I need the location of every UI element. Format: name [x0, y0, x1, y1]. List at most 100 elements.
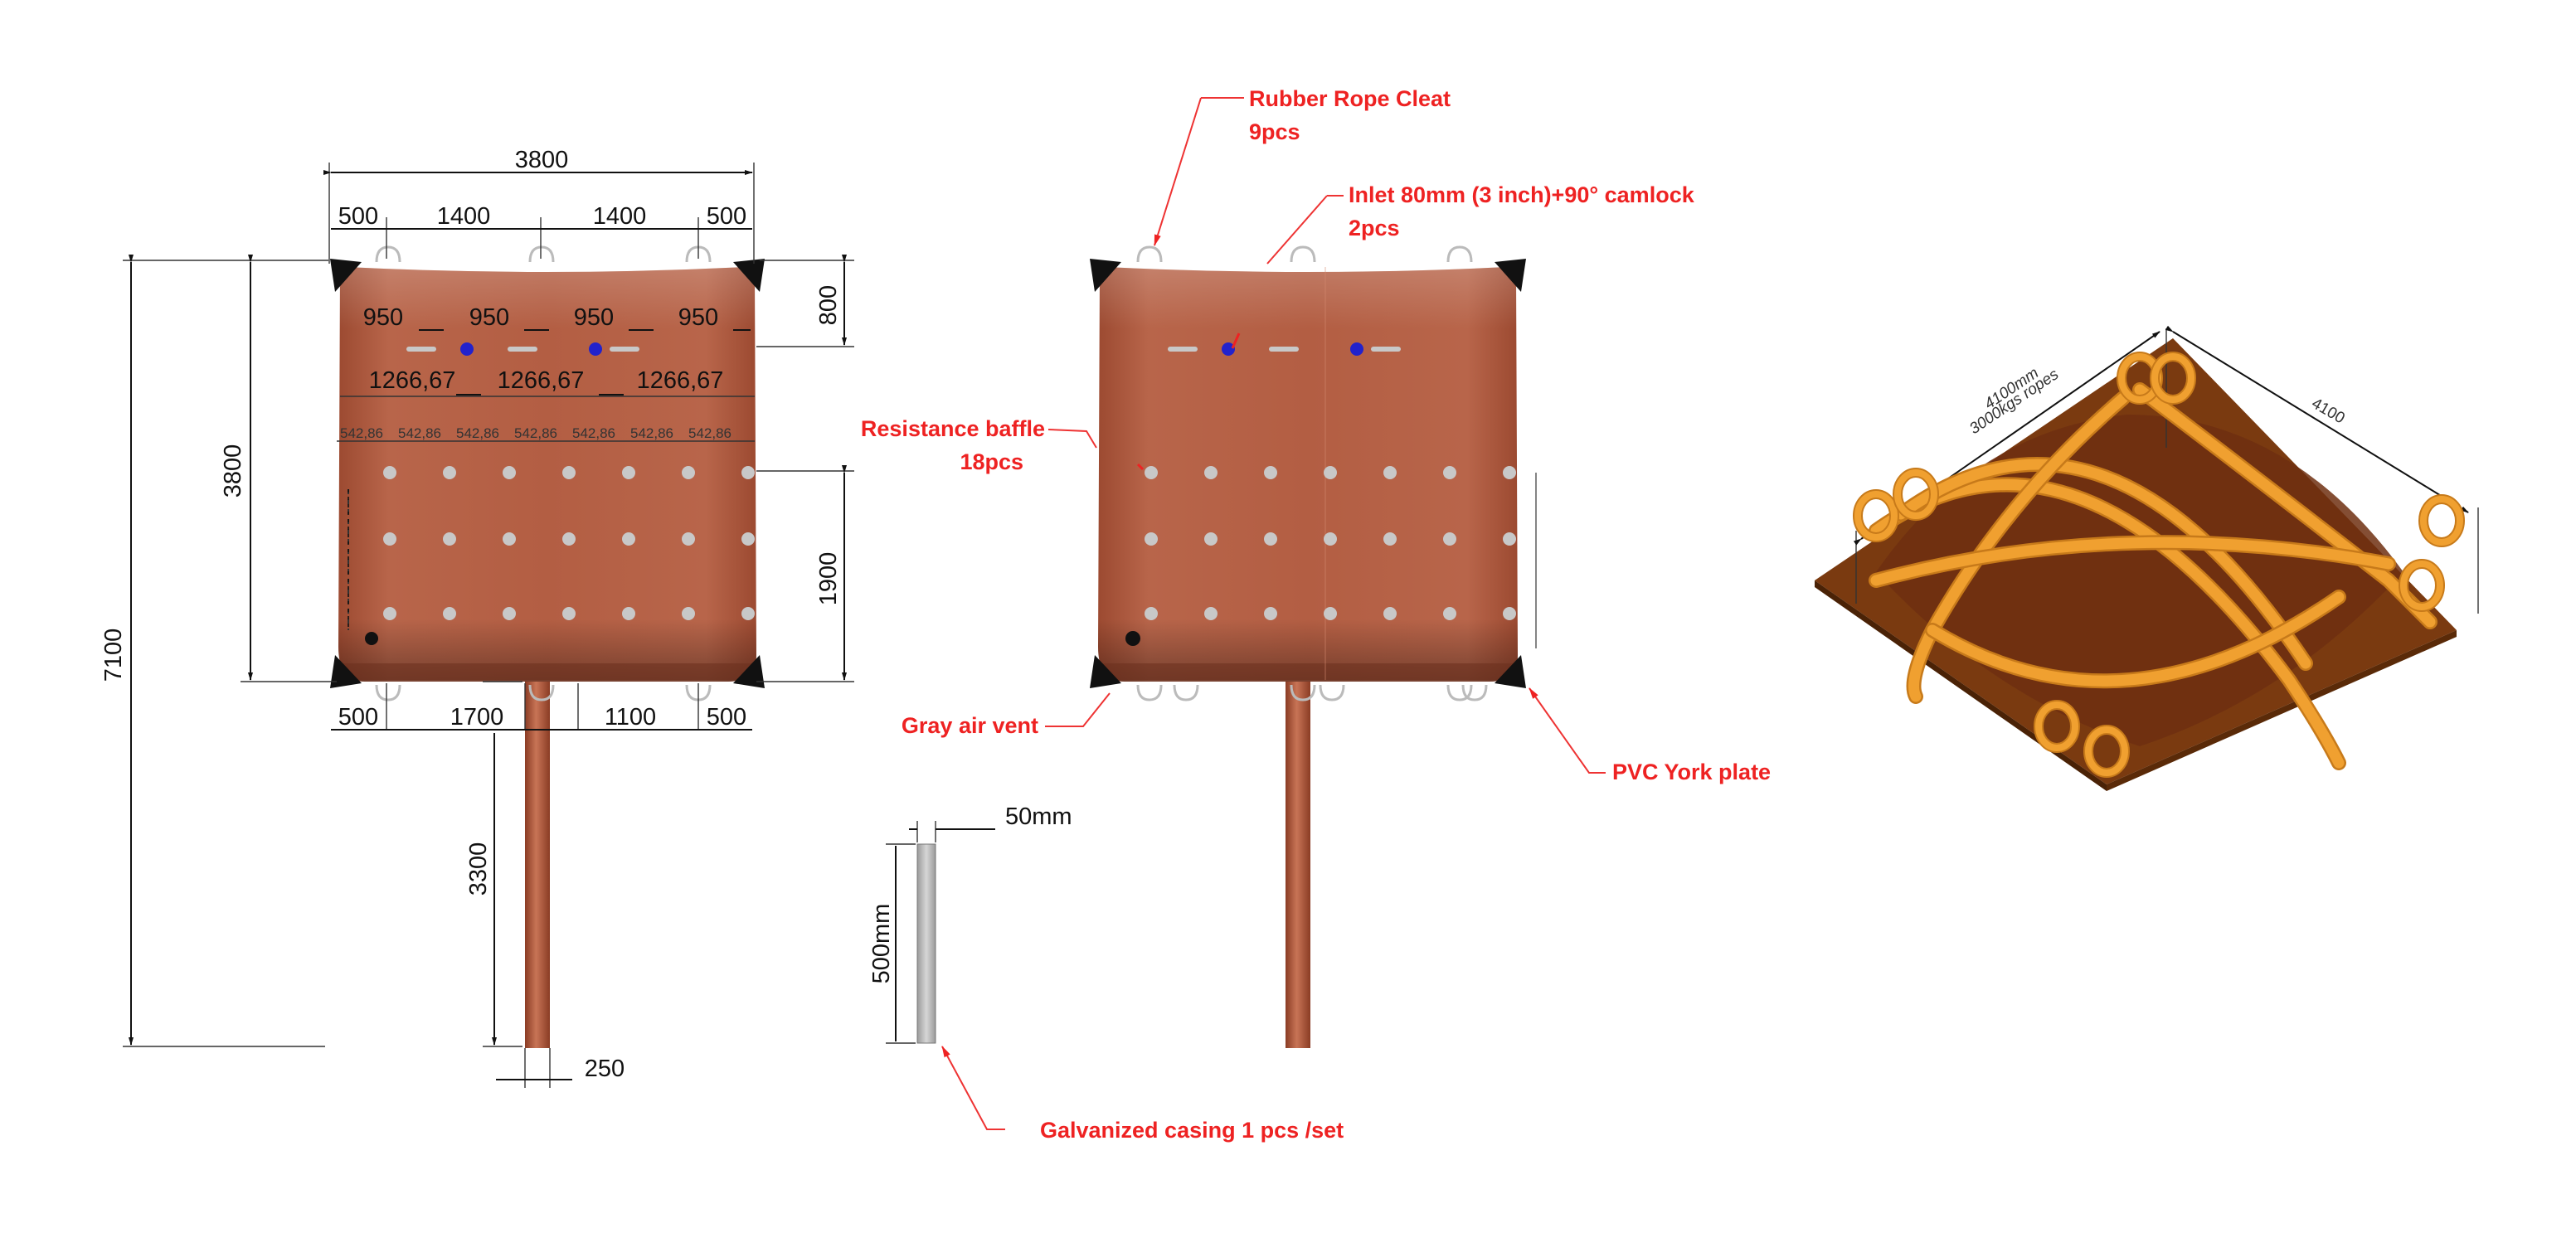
- dim-total-height: 7100: [100, 629, 127, 682]
- callout-york-plate: PVC York plate: [1612, 760, 1771, 784]
- rope-cleat-icon: [375, 684, 401, 701]
- inlet-slot: [406, 347, 436, 352]
- dim-bag-height: 3800: [220, 444, 246, 498]
- baffle-point: [562, 532, 576, 546]
- rope-cleat-icon: [1290, 684, 1316, 701]
- baffle-point: [1443, 532, 1456, 546]
- dim-pipe-width: 250: [585, 1056, 625, 1082]
- inlet-row: [1168, 342, 1401, 356]
- baffle-point: [1443, 466, 1456, 479]
- inlet-icon: [460, 342, 474, 356]
- front-view-dimensioned: 3800 500 1400 1400 500 950 950 950 950 1…: [100, 147, 854, 1088]
- baffle-point: [1145, 532, 1158, 546]
- front-view-callouts: Rubber Rope Cleat 9pcs Inlet 80mm (3 inc…: [861, 86, 1771, 1143]
- dim-total-width: 3800: [515, 147, 569, 173]
- baffle-point: [1383, 466, 1397, 479]
- outlet-pipe: [525, 673, 550, 1048]
- dim-baffle-spacing: 542,86: [340, 425, 383, 441]
- baffle-point: [741, 607, 755, 620]
- rope-cleat-icon: [375, 245, 401, 263]
- inlet-slot: [508, 347, 537, 352]
- baffle-point: [1204, 532, 1218, 546]
- baffle-point: [1264, 466, 1277, 479]
- dim-baffle-spacing: 542,86: [514, 425, 557, 441]
- dim-bottom-seg-1: 500: [338, 704, 378, 731]
- baffle-point: [741, 532, 755, 546]
- baffle-point: [1145, 466, 1158, 479]
- baffle-point: [383, 466, 396, 479]
- dim-baffle-spacing: 542,86: [398, 425, 441, 441]
- dim-top-offset: 800: [815, 285, 842, 325]
- rope-cleat-icon: [528, 245, 555, 263]
- baffle-point: [1324, 532, 1337, 546]
- baffle-point: [622, 532, 635, 546]
- callout-inlet: Inlet 80mm (3 inch)+90° camlock: [1349, 182, 1695, 207]
- inlet-slot: [1371, 347, 1401, 352]
- dim-top-seg-3: 1400: [593, 203, 647, 230]
- dim-top-seg-1: 500: [338, 203, 378, 230]
- baffle-point: [1383, 607, 1397, 620]
- rope-cleat-icon: [1136, 684, 1163, 701]
- rope: [1927, 591, 2345, 687]
- rope-loop: [2035, 701, 2078, 751]
- baffle-point: [443, 466, 456, 479]
- baffle-point: [503, 607, 516, 620]
- rope-loop: [1894, 469, 1937, 519]
- dim-inlet2-1: 1266,67: [369, 367, 456, 394]
- callout-casing: Galvanized casing 1 pcs /set: [1040, 1118, 1344, 1143]
- inlet-icon: [1350, 342, 1363, 356]
- callout-rope-cleat: Rubber Rope Cleat: [1249, 86, 1451, 111]
- baffle-grid: [1145, 466, 1516, 620]
- rope-loop: [2400, 561, 2443, 610]
- rope-loop: [2085, 726, 2128, 776]
- dim-pipe-length: 3300: [465, 842, 492, 896]
- baffle-point: [682, 466, 695, 479]
- rope: [1870, 536, 2394, 586]
- rope-cleat-icon: [1461, 684, 1488, 701]
- dim-side-b: 4100: [2309, 395, 2348, 427]
- rope-cleat-icon: [1290, 245, 1316, 263]
- baffle-point: [503, 532, 516, 546]
- rope: [1908, 392, 2129, 702]
- inlet-icon: [1222, 342, 1235, 356]
- inlet-row: [406, 342, 639, 356]
- rope-loop: [2420, 496, 2463, 546]
- baffle-point: [562, 607, 576, 620]
- baffle-point: [1503, 607, 1516, 620]
- baffle-point: [682, 532, 695, 546]
- rope-cleat-icon: [528, 684, 555, 701]
- baffle-point: [741, 466, 755, 479]
- corner-plates: [330, 259, 765, 688]
- outlet-pipe: [1286, 673, 1310, 1048]
- callout-rope-cleat-qty: 9pcs: [1249, 119, 1300, 144]
- dim-inlet2-3: 1266,67: [637, 367, 724, 394]
- baffle-point: [622, 607, 635, 620]
- air-vent-icon: [1125, 631, 1140, 646]
- baffle-point: [1324, 466, 1337, 479]
- baffle-grid: [383, 466, 755, 620]
- rope-loop: [2151, 353, 2194, 403]
- inlet-slot: [1168, 347, 1198, 352]
- rope-cleat-icon: [1446, 684, 1473, 701]
- baffle-point: [383, 532, 396, 546]
- baffle-point: [1503, 532, 1516, 546]
- dim-baffle-spacing: 542,86: [630, 425, 673, 441]
- dim-inlet-4: 950: [678, 304, 718, 331]
- baffle-point: [1503, 466, 1516, 479]
- dim-bottom-seg-2: 1700: [450, 704, 504, 731]
- dim-baffle-spacing: 542,86: [572, 425, 615, 441]
- dim-inlet-2: 950: [469, 304, 509, 331]
- lifting-ropes: [1853, 352, 2465, 778]
- baffle-point: [383, 607, 396, 620]
- corner-plates: [1090, 259, 1526, 688]
- baffle-point: [1264, 532, 1277, 546]
- baffle-point: [1145, 607, 1158, 620]
- rope-cleat-icon: [1319, 684, 1345, 701]
- callout-inlet-qty: 2pcs: [1349, 216, 1400, 240]
- rope: [1895, 459, 2311, 669]
- callout-baffle-qty: 18pcs: [960, 449, 1023, 474]
- dim-baffle-spacing: 542,86: [688, 425, 731, 441]
